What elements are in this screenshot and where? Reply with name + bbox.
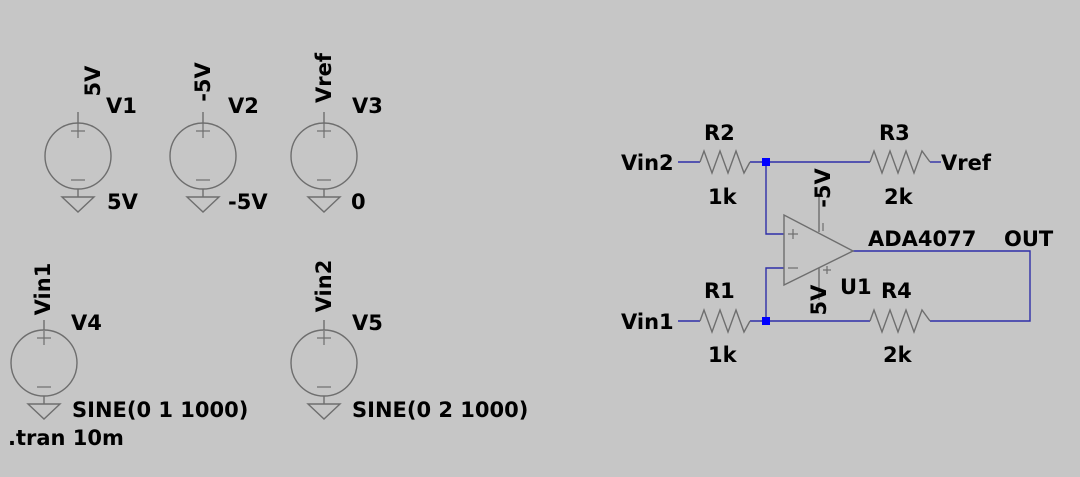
r4-ref-label: R4 <box>881 279 912 303</box>
net-label-vref[interactable]: Vref <box>941 151 992 175</box>
v3-value-label: 0 <box>351 190 366 214</box>
v1-ref-label: V1 <box>106 94 137 118</box>
v1-value-label: 5V <box>107 190 139 214</box>
junction-node-top <box>762 158 770 166</box>
opamp-model-label: ADA4077 <box>868 227 976 251</box>
v5-value-label: SINE(0 2 1000) <box>352 398 528 422</box>
r1-ref-label: R1 <box>704 279 735 303</box>
r2-zigzag <box>699 148 751 176</box>
ground-icon <box>26 403 62 420</box>
r4-zigzag <box>869 307 931 335</box>
ground-icon <box>60 196 96 213</box>
opamp-u1[interactable]: -5V 5V ADA4077 U1 <box>783 167 976 316</box>
v5-ref-label: V5 <box>352 311 383 335</box>
opamp-neg-supply-label: -5V <box>811 167 835 207</box>
junction-node-bottom <box>762 317 770 325</box>
ground-icon <box>306 403 342 420</box>
v2-ref-label: V2 <box>228 94 259 118</box>
voltage-source-v2[interactable]: -5V V2 -5V <box>169 61 268 214</box>
v3-ref-label: V3 <box>352 94 383 118</box>
net-label-out[interactable]: OUT <box>1004 227 1054 251</box>
voltage-source-v3[interactable]: Vref V3 0 <box>290 52 383 214</box>
wire-node-minus-input <box>765 267 784 321</box>
r1-value-label: 1k <box>708 343 738 367</box>
r3-zigzag <box>869 148 931 176</box>
spice-directive[interactable]: .tran 10m <box>8 426 124 450</box>
ground-icon <box>306 196 342 213</box>
v4-ref-label: V4 <box>71 311 102 335</box>
r3-value-label: 2k <box>884 185 914 209</box>
r1-zigzag <box>699 307 751 335</box>
v2-value-label: -5V <box>228 190 268 214</box>
wire-feedback-output <box>853 250 1031 322</box>
wire-node-plus-input <box>765 162 784 235</box>
v4-net-label: Vin1 <box>31 263 55 316</box>
resistor-r1[interactable]: R1 1k <box>699 279 751 367</box>
resistor-r2[interactable]: R2 1k <box>699 121 751 209</box>
resistor-r4[interactable]: R4 2k <box>869 279 931 367</box>
net-label-vin1[interactable]: Vin1 <box>621 310 674 334</box>
resistor-r3[interactable]: R3 2k <box>869 121 931 209</box>
opamp-ref-label: U1 <box>840 275 872 299</box>
ground-icon <box>185 196 221 213</box>
opamp-pos-supply-label: 5V <box>807 284 831 316</box>
v3-net-label: Vref <box>312 52 336 103</box>
r2-ref-label: R2 <box>704 121 735 145</box>
r2-value-label: 1k <box>708 185 738 209</box>
voltage-source-v1[interactable]: 5V V1 5V <box>44 65 139 214</box>
r3-ref-label: R3 <box>879 121 910 145</box>
v2-net-label: -5V <box>191 61 215 101</box>
voltage-source-v5[interactable]: Vin2 V5 SINE(0 2 1000) <box>290 260 528 422</box>
difference-amplifier: R2 1k R3 2k R1 1k R4 2k <box>621 121 1054 367</box>
v5-net-label: Vin2 <box>312 260 336 313</box>
voltage-source-v4[interactable]: Vin1 V4 SINE(0 1 1000) <box>10 263 248 422</box>
r4-value-label: 2k <box>883 343 913 367</box>
v4-value-label: SINE(0 1 1000) <box>72 398 248 422</box>
v1-net-label: 5V <box>81 65 105 97</box>
net-label-vin2[interactable]: Vin2 <box>621 151 674 175</box>
